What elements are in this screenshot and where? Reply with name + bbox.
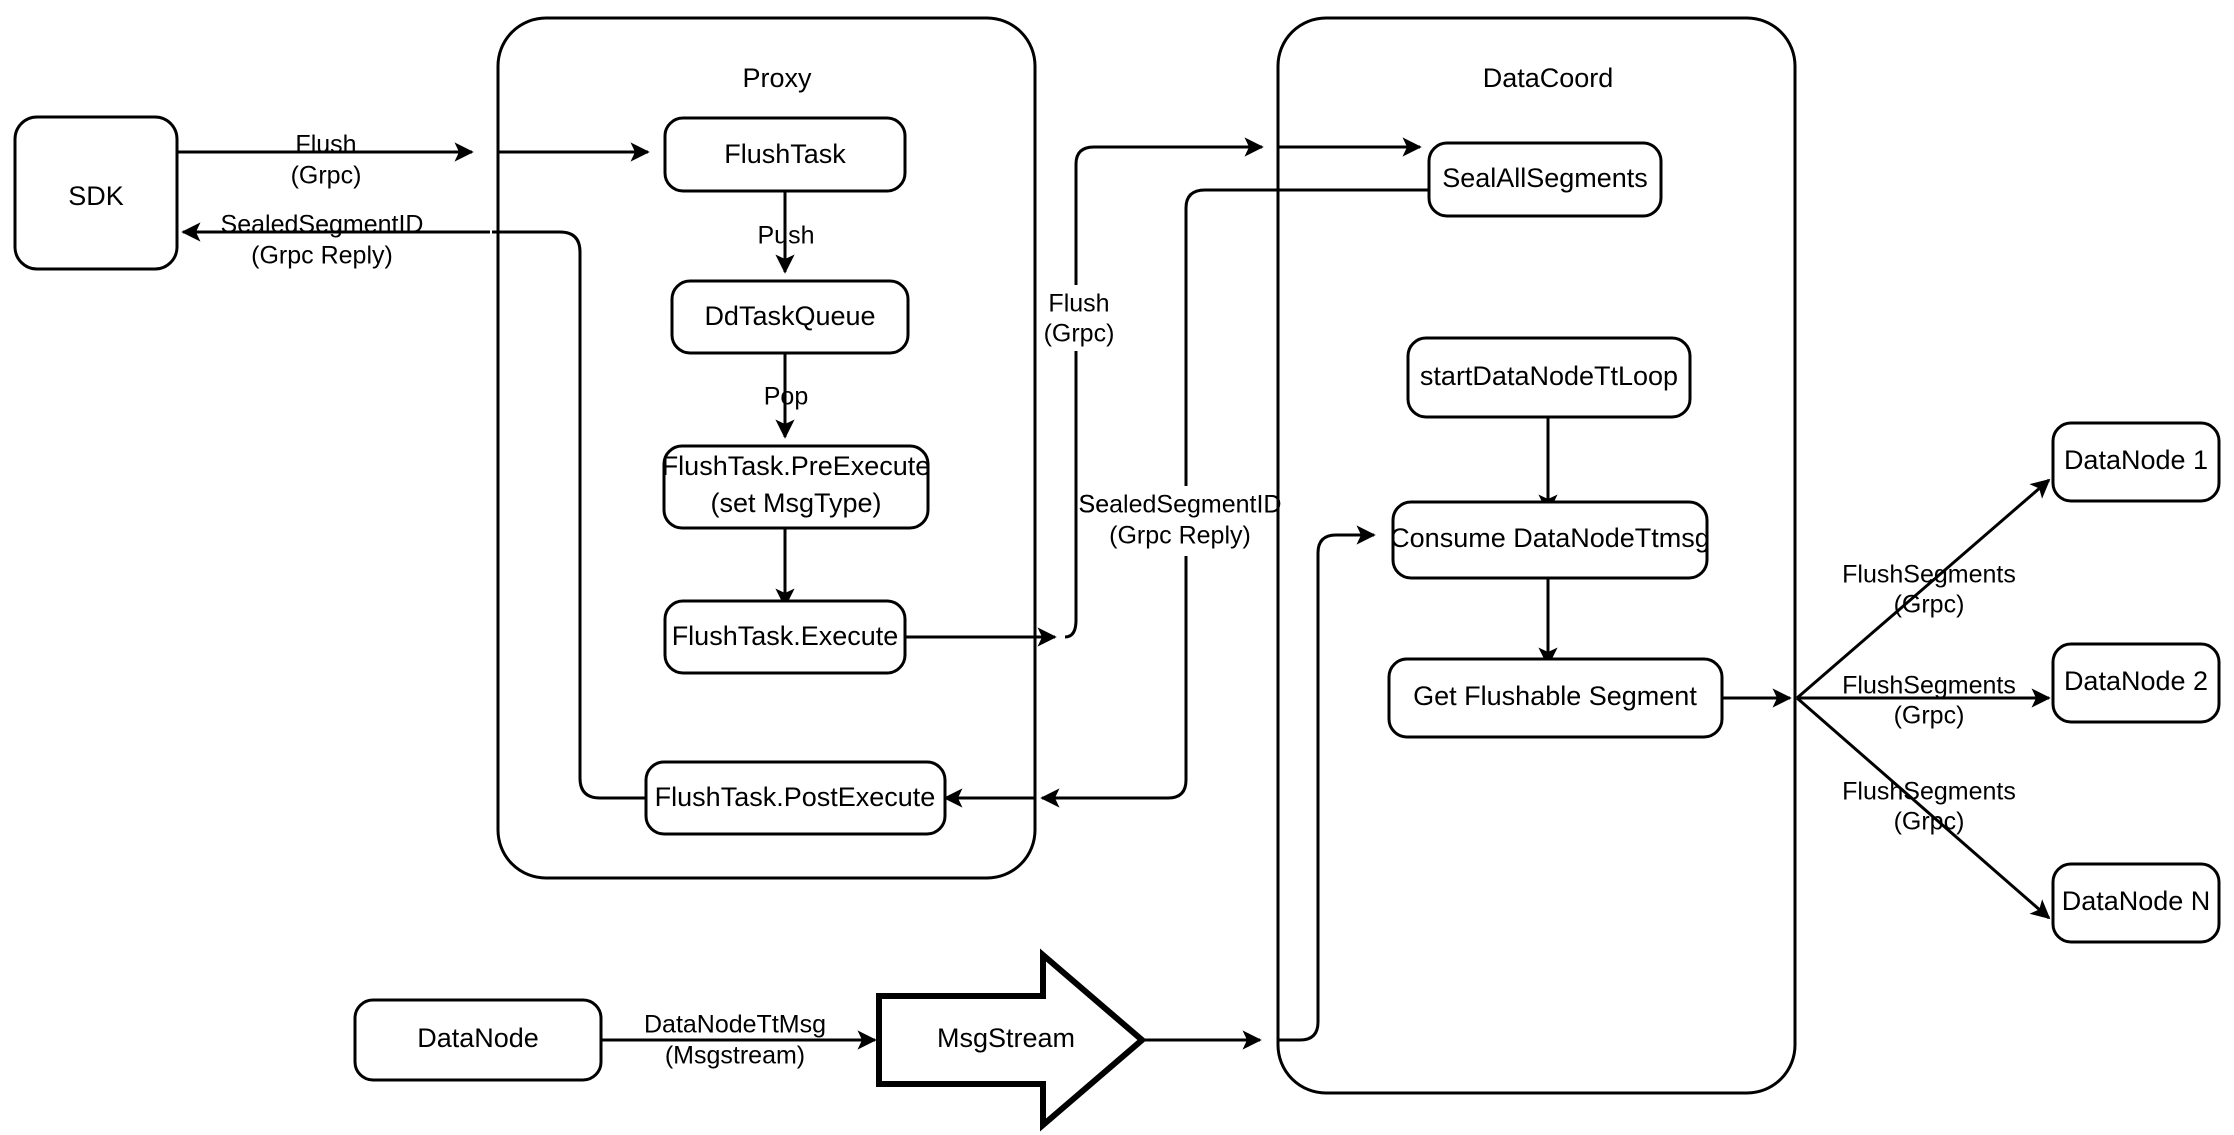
sealed-reply-label-line2: (Grpc Reply) <box>251 242 393 270</box>
node-datanode-source[interactable]: DataNode <box>353 998 603 1082</box>
datanode2-box <box>2051 642 2221 724</box>
datanode-source-label: DataNode <box>417 1023 539 1053</box>
postexecute-box <box>644 760 947 836</box>
execute-label: FlushTask.Execute <box>672 621 899 651</box>
label-flush-segments-n: FlushSegments (Grpc) <box>1842 778 2016 836</box>
sealallsegments-box <box>1427 141 1663 218</box>
edge-ttmsg-into-consume <box>1278 525 1376 1042</box>
flushsegmentsn-label-line1: FlushSegments <box>1842 778 2016 806</box>
node-flush-task[interactable]: FlushTask <box>663 116 907 193</box>
datacoord-title: DataCoord <box>1483 63 1614 93</box>
getflushable-label: Get Flushable Segment <box>1413 681 1697 711</box>
sdk-box <box>13 115 179 271</box>
label-layer-repeat: Flush (Grpc) SealedSegmentID (Grpc Reply… <box>1044 290 1282 550</box>
push-label: Push <box>758 222 815 250</box>
edge-flush-grpc-to-datacoord <box>1064 137 1264 639</box>
flush-to-dc-label-line2-top: (Grpc) <box>1044 320 1115 348</box>
node-datanode-n[interactable]: DataNode N <box>2051 862 2221 944</box>
node-datanode-2[interactable]: DataNode 2 <box>2051 642 2221 724</box>
node-get-flushable-segment[interactable]: Get Flushable Segment <box>1387 657 1724 739</box>
sealed-dc-reply-label-line1-top: SealedSegmentID <box>1079 491 1282 519</box>
node-consume-datanode-ttmsg[interactable]: Consume DataNodeTtmsg <box>1390 500 1710 580</box>
consume-box <box>1391 500 1709 580</box>
consume-label: Consume DataNodeTtmsg <box>1390 523 1710 553</box>
node-msgstream[interactable]: MsgStream <box>876 948 1147 1132</box>
preexecute-box <box>662 444 930 530</box>
flushtask-label: FlushTask <box>724 139 846 169</box>
flush-to-dc-label-line1-top: Flush <box>1048 290 1109 318</box>
datanode-source-box <box>353 998 603 1082</box>
datanode1-box <box>2051 421 2221 503</box>
flush-grpc-label-line2: (Grpc) <box>291 162 362 190</box>
edge-postexecute-to-reply <box>492 230 648 800</box>
flushsegmentsn-label-line2: (Grpc) <box>1894 808 1965 836</box>
flushsegments2-label-line1: FlushSegments <box>1842 672 2016 700</box>
node-flush-task-preexecute[interactable]: FlushTask.PreExecute (set MsgType) <box>662 444 931 530</box>
node-start-datanode-tt-loop[interactable]: startDataNodeTtLoop <box>1406 336 1692 419</box>
getflushable-box <box>1387 657 1724 739</box>
preexecute-label-line1: FlushTask.PreExecute <box>662 451 931 481</box>
flushsegments1-label-line2: (Grpc) <box>1894 591 1965 619</box>
ttloop-label: startDataNodeTtLoop <box>1420 361 1678 391</box>
node-seal-all-segments[interactable]: SealAllSegments <box>1427 141 1663 218</box>
preexecute-label-line2: (set MsgType) <box>710 488 881 518</box>
ddtaskqueue-box <box>670 279 910 355</box>
flush-grpc-label-line1: Flush <box>295 131 356 159</box>
label-proxy-to-sdk: SealedSegmentID (Grpc Reply) <box>221 211 424 270</box>
datanoden-label: DataNode N <box>2062 886 2211 916</box>
datanode-ttmsg-label-line2: (Msgstream) <box>665 1042 805 1070</box>
edge-fanout-to-datanode1 <box>1796 478 2051 700</box>
node-flush-task-postexecute[interactable]: FlushTask.PostExecute <box>644 760 947 836</box>
datanode-ttmsg-label-line1: DataNodeTtMsg <box>644 1011 826 1039</box>
datanoden-box <box>2051 862 2221 944</box>
label-sdk-to-proxy: Flush (Grpc) <box>291 131 362 190</box>
mask-flush-dc-label <box>1042 285 1120 351</box>
msgstream-arrow-shape <box>876 948 1147 1132</box>
execute-box <box>663 599 907 675</box>
sealed-dc-reply-label-line2-top: (Grpc Reply) <box>1109 522 1251 550</box>
sealallsegments-label: SealAllSegments <box>1442 163 1648 193</box>
flushsegments1-label-line1: FlushSegments <box>1842 561 2016 589</box>
datanode2-label: DataNode 2 <box>2064 666 2208 696</box>
proxy-title: Proxy <box>742 63 812 93</box>
msgstream-label: MsgStream <box>937 1023 1075 1053</box>
flushsegments2-label-line2: (Grpc) <box>1894 702 1965 730</box>
container-datacoord[interactable]: DataCoord <box>1276 16 1797 1095</box>
datacoord-boundary <box>1276 16 1797 1095</box>
mask-sealed-dc-label <box>1100 486 1270 556</box>
flushtask-box <box>663 116 907 193</box>
sealed-reply-label-line1: SealedSegmentID <box>221 211 424 239</box>
ddtaskqueue-label: DdTaskQueue <box>704 301 875 331</box>
node-sdk[interactable]: SDK <box>13 115 179 271</box>
postexecute-label: FlushTask.PostExecute <box>655 782 936 812</box>
label-flush-segments-1: FlushSegments (Grpc) <box>1842 561 2016 619</box>
datanode1-label: DataNode 1 <box>2064 445 2208 475</box>
node-datanode-1[interactable]: DataNode 1 <box>2051 421 2221 503</box>
label-datanode-ttmsg: DataNodeTtMsg (Msgstream) <box>644 1011 826 1070</box>
node-dd-task-queue[interactable]: DdTaskQueue <box>670 279 910 355</box>
pop-label: Pop <box>764 383 808 411</box>
container-proxy[interactable]: Proxy <box>496 16 1037 880</box>
label-flush-segments-2: FlushSegments (Grpc) <box>1842 672 2016 730</box>
ttloop-box <box>1406 336 1692 419</box>
node-flush-task-execute[interactable]: FlushTask.Execute <box>663 599 907 675</box>
proxy-boundary <box>496 16 1037 880</box>
sdk-label: SDK <box>68 181 124 211</box>
edge-fanout-to-datanoden <box>1796 696 2051 920</box>
